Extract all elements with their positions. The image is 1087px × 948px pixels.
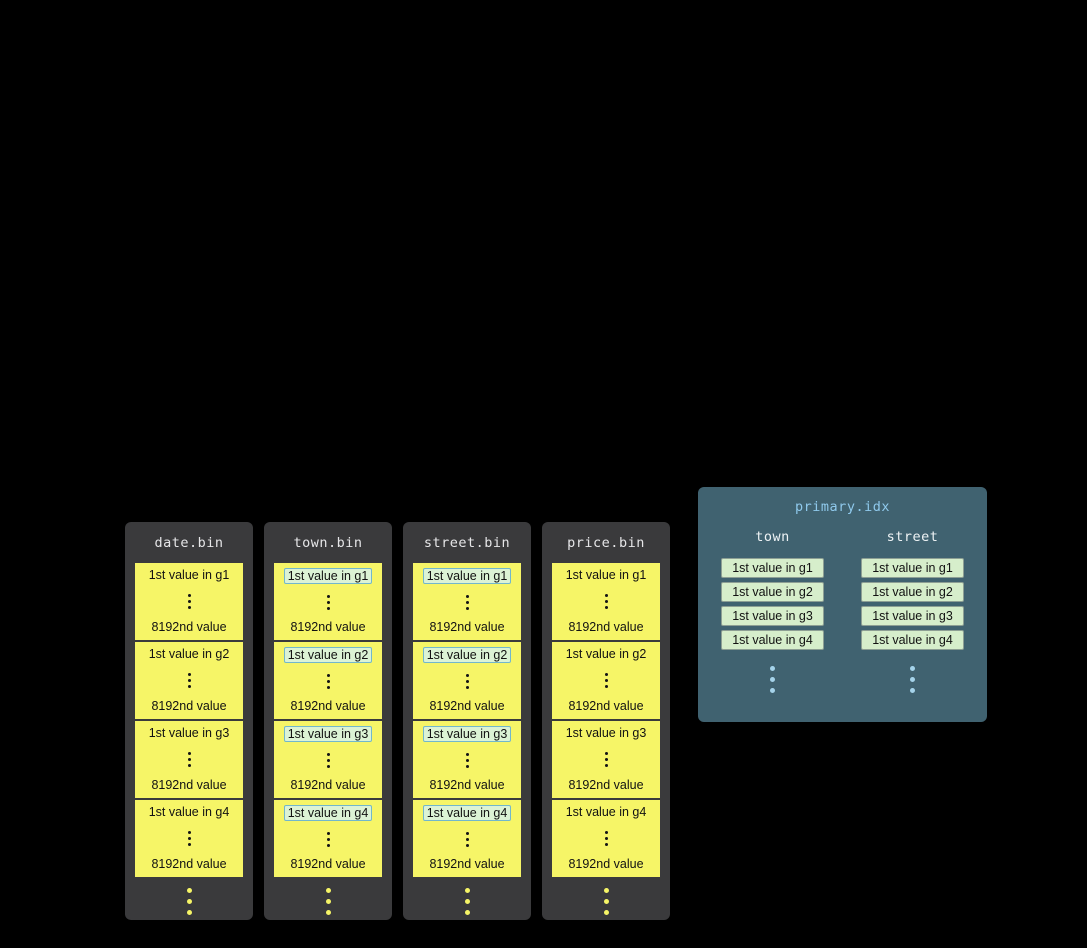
index-column-street: street 1st value in g1 1st value in g2 1… [861, 529, 964, 693]
granule-block: 1st value in g2 8192nd value [135, 642, 243, 719]
ellipsis-icon [326, 752, 330, 768]
granule-first-value: 1st value in g4 [565, 805, 647, 819]
granule-last-value: 8192nd value [429, 699, 505, 713]
granule-last-value: 8192nd value [290, 620, 366, 634]
ellipsis-icon [465, 752, 469, 768]
granule-last-value: 8192nd value [429, 778, 505, 792]
more-granules-ellipsis-icon [603, 888, 609, 915]
granule-first-value: 1st value in g2 [148, 647, 230, 661]
index-entry: 1st value in g4 [721, 630, 824, 650]
granule-first-value: 1st value in g3 [565, 726, 647, 740]
ellipsis-icon [604, 831, 608, 846]
index-column-header-street: street [886, 529, 939, 545]
index-entry: 1st value in g2 [861, 582, 964, 602]
granule-last-value: 8192nd value [151, 857, 227, 871]
index-column-header-town: town [755, 529, 790, 545]
bin-file-panel-date: date.bin 1st value in g1 8192nd value 1s… [125, 522, 253, 920]
granule-last-value: 8192nd value [568, 699, 644, 713]
granule-first-value-highlighted: 1st value in g1 [283, 568, 373, 584]
index-entry: 1st value in g4 [861, 630, 964, 650]
ellipsis-icon [604, 594, 608, 609]
granule-block: 1st value in g3 8192nd value [135, 721, 243, 798]
primary-index-columns: town 1st value in g1 1st value in g2 1st… [698, 529, 987, 693]
ellipsis-icon [465, 594, 469, 610]
bin-file-title: price.bin [567, 535, 645, 551]
granule-first-value: 1st value in g3 [148, 726, 230, 740]
primary-index-panel: primary.idx town 1st value in g1 1st val… [698, 487, 987, 722]
granule-block: 1st value in g3 8192nd value [413, 721, 521, 798]
granule-last-value: 8192nd value [568, 778, 644, 792]
granule-last-value: 8192nd value [290, 857, 366, 871]
more-granules-ellipsis-icon [464, 888, 470, 915]
granule-last-value: 8192nd value [290, 778, 366, 792]
granule-first-value-highlighted: 1st value in g3 [422, 726, 512, 742]
ellipsis-icon [187, 752, 191, 767]
index-entry: 1st value in g3 [861, 606, 964, 626]
more-granules-ellipsis-icon [186, 888, 192, 915]
granule-first-value-highlighted: 1st value in g2 [422, 647, 512, 663]
granule-block: 1st value in g4 8192nd value [135, 800, 243, 877]
granule-block: 1st value in g1 8192nd value [135, 563, 243, 640]
granule-block: 1st value in g2 8192nd value [274, 642, 382, 719]
ellipsis-icon [604, 673, 608, 688]
primary-index-title: primary.idx [795, 499, 890, 515]
ellipsis-icon [326, 594, 330, 610]
ellipsis-icon [187, 673, 191, 688]
granule-block: 1st value in g4 8192nd value [552, 800, 660, 877]
granule-last-value: 8192nd value [429, 620, 505, 634]
granule-last-value: 8192nd value [568, 620, 644, 634]
granule-block: 1st value in g1 8192nd value [274, 563, 382, 640]
bin-file-panel-street: street.bin 1st value in g1 8192nd value … [403, 522, 531, 920]
granule-first-value: 1st value in g2 [565, 647, 647, 661]
granule-first-value: 1st value in g1 [148, 568, 230, 582]
bin-file-panel-town: town.bin 1st value in g1 8192nd value 1s… [264, 522, 392, 920]
bin-file-title: town.bin [293, 535, 363, 551]
bin-file-title: street.bin [423, 535, 511, 551]
granule-block: 1st value in g1 8192nd value [552, 563, 660, 640]
index-entry: 1st value in g2 [721, 582, 824, 602]
granule-first-value-highlighted: 1st value in g3 [283, 726, 373, 742]
ellipsis-icon [326, 831, 330, 847]
ellipsis-icon [326, 673, 330, 689]
index-column-town: town 1st value in g1 1st value in g2 1st… [721, 529, 824, 693]
granule-block: 1st value in g2 8192nd value [413, 642, 521, 719]
granule-last-value: 8192nd value [429, 857, 505, 871]
bin-file-panel-price: price.bin 1st value in g1 8192nd value 1… [542, 522, 670, 920]
index-entry: 1st value in g1 [861, 558, 964, 578]
granule-first-value-highlighted: 1st value in g2 [283, 647, 373, 663]
granule-first-value-highlighted: 1st value in g4 [422, 805, 512, 821]
granule-block: 1st value in g4 8192nd value [274, 800, 382, 877]
granule-last-value: 8192nd value [151, 699, 227, 713]
ellipsis-icon [187, 594, 191, 609]
granule-first-value: 1st value in g4 [148, 805, 230, 819]
ellipsis-icon [465, 673, 469, 689]
granule-last-value: 8192nd value [151, 778, 227, 792]
bin-file-title: date.bin [154, 535, 224, 551]
granule-block: 1st value in g3 8192nd value [274, 721, 382, 798]
granule-last-value: 8192nd value [151, 620, 227, 634]
granule-first-value-highlighted: 1st value in g1 [422, 568, 512, 584]
ellipsis-icon [465, 831, 469, 847]
granule-last-value: 8192nd value [568, 857, 644, 871]
granule-block: 1st value in g4 8192nd value [413, 800, 521, 877]
granule-first-value-highlighted: 1st value in g4 [283, 805, 373, 821]
granule-block: 1st value in g1 8192nd value [413, 563, 521, 640]
ellipsis-icon [187, 831, 191, 846]
granule-block: 1st value in g2 8192nd value [552, 642, 660, 719]
index-entry: 1st value in g1 [721, 558, 824, 578]
ellipsis-icon [604, 752, 608, 767]
more-granules-ellipsis-icon [325, 888, 331, 915]
granule-last-value: 8192nd value [290, 699, 366, 713]
granule-block: 1st value in g3 8192nd value [552, 721, 660, 798]
more-entries-ellipsis-icon [910, 666, 915, 693]
granule-first-value: 1st value in g1 [565, 568, 647, 582]
more-entries-ellipsis-icon [770, 666, 775, 693]
index-entry: 1st value in g3 [721, 606, 824, 626]
